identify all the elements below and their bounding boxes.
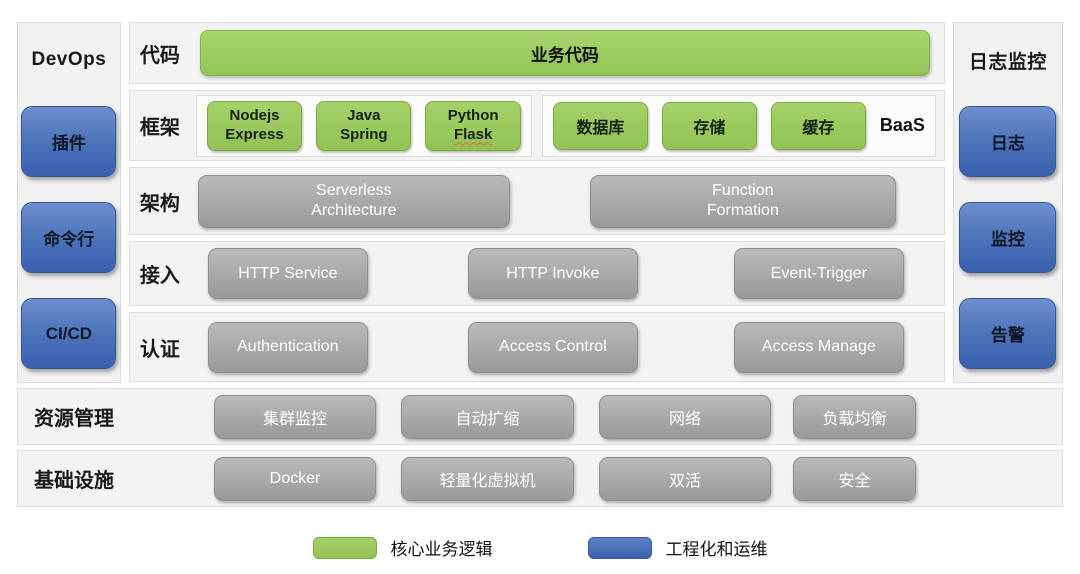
architecture-diagram-top: DevOps 插件 命令行 CI/CD 代码 业务代码 框架 Nodejs Ex… xyxy=(17,22,1063,383)
log-box: 日志 xyxy=(959,106,1057,177)
framework-box-nodejs: Nodejs Express xyxy=(206,100,303,151)
log-monitor-panel-title: 日志监控 xyxy=(968,51,1047,73)
auth-row-label: 认证 xyxy=(139,338,180,361)
business-code-box: 业务代码 xyxy=(199,30,930,76)
http-service-box: HTTP Service xyxy=(207,248,368,299)
access-manage-box: Access Manage xyxy=(733,321,904,373)
framework-row: 框架 Nodejs Express Java Spring Python Fla… xyxy=(128,90,945,161)
infrastructure-label: 基础设施 xyxy=(34,470,114,492)
event-trigger-box: Event-Trigger xyxy=(733,248,904,299)
resource-management-row: 资源管理 集群监控 自动扩缩 网络 负载均衡 xyxy=(17,388,1063,445)
baas-box-storage: 存储 xyxy=(661,101,757,150)
legend: 核心业务逻辑 工程化和运维 xyxy=(0,535,1080,560)
lightweight-vm-box: 轻量化虚拟机 xyxy=(401,456,574,501)
framework-box-java: Java Spring xyxy=(316,100,412,151)
blue-swatch xyxy=(587,536,652,559)
devops-panel-title: DevOps xyxy=(31,49,107,70)
baas-box-database: 数据库 xyxy=(552,101,648,150)
devops-box-cicd: CI/CD xyxy=(21,298,117,369)
code-row-label: 代码 xyxy=(139,44,180,67)
devops-box-plugin: 插件 xyxy=(21,106,117,177)
legend-label: 核心业务逻辑 xyxy=(390,540,493,559)
framework-box-line: Flask xyxy=(453,125,493,143)
architecture-row-label: 架构 xyxy=(139,192,180,215)
architecture-row: 架构 Serverless Architecture Function Form… xyxy=(128,167,945,235)
devops-box-cli: 命令行 xyxy=(21,202,117,273)
baas-box-cache: 缓存 xyxy=(770,101,866,150)
load-balance-box: 负载均衡 xyxy=(793,394,916,439)
legend-label: 工程化和运维 xyxy=(665,540,768,559)
resource-management-label: 资源管理 xyxy=(34,408,114,430)
framework-box-python: Python Flask xyxy=(425,100,521,151)
cluster-monitor-box: 集群监控 xyxy=(214,394,376,439)
auto-scaling-box: 自动扩缩 xyxy=(401,394,574,439)
network-box: 网络 xyxy=(599,394,771,439)
monitor-box: 监控 xyxy=(959,202,1057,273)
docker-box: Docker xyxy=(214,456,376,501)
framework-sub-panel: Nodejs Express Java Spring Python Flask xyxy=(195,94,532,157)
baas-label: BaaS xyxy=(879,115,925,135)
legend-item-engineering-ops: 工程化和运维 xyxy=(587,535,768,560)
serverless-architecture-box: Serverless Architecture xyxy=(197,174,510,228)
infrastructure-row: 基础设施 Docker 轻量化虚拟机 双活 安全 xyxy=(17,450,1063,507)
framework-box-line: Spring xyxy=(340,125,388,143)
framework-box-line: Java xyxy=(347,106,381,124)
log-monitor-panel: 日志监控 日志 监控 告警 xyxy=(952,22,1063,383)
baas-sub-panel: 数据库 存储 缓存 BaaS xyxy=(541,94,936,157)
access-row: 接入 HTTP Service HTTP Invoke Event-Trigge… xyxy=(128,241,945,306)
devops-panel: DevOps 插件 命令行 CI/CD xyxy=(17,22,121,383)
authentication-box: Authentication xyxy=(207,321,368,373)
security-box: 安全 xyxy=(793,456,916,501)
framework-box-line: Express xyxy=(225,125,284,143)
green-swatch xyxy=(312,536,377,559)
access-row-label: 接入 xyxy=(139,265,180,287)
dual-active-box: 双活 xyxy=(599,456,771,501)
legend-item-core-business: 核心业务逻辑 xyxy=(312,535,493,560)
http-invoke-box: HTTP Invoke xyxy=(467,248,638,299)
framework-box-line: Nodejs xyxy=(229,106,280,124)
framework-row-label: 框架 xyxy=(139,117,180,139)
framework-box-line: Python xyxy=(447,106,499,124)
auth-row: 认证 Authentication Access Control Access … xyxy=(128,312,945,382)
function-formation-box: Function Formation xyxy=(589,174,896,228)
center-stack: 代码 业务代码 框架 Nodejs Express Java Spring Py… xyxy=(128,22,945,383)
access-control-box: Access Control xyxy=(467,321,638,373)
alert-box: 告警 xyxy=(959,298,1057,369)
code-row: 代码 业务代码 xyxy=(128,22,945,84)
